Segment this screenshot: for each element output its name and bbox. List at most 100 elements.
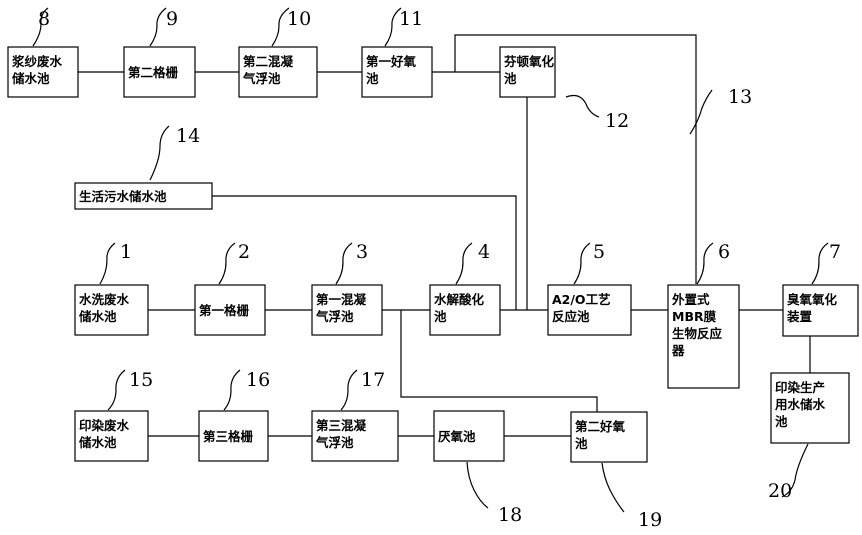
unit-box-frame (361, 46, 433, 98)
unit-label-line: 储水池 (11, 71, 50, 86)
unit-label-line: 池 (575, 436, 588, 451)
unit-label-line: 池 (434, 309, 447, 324)
unit-box-frame (123, 46, 196, 98)
unit-box-frame (499, 46, 556, 98)
leader-line-18 (466, 461, 489, 509)
reference-number-1: 1 (120, 241, 132, 263)
unit-box-frame (238, 46, 318, 98)
leader-line-15 (107, 369, 126, 411)
unit-label-line: 池 (504, 71, 517, 86)
leader-line-3 (335, 242, 353, 285)
unit-label-line: 印染废水 (79, 418, 130, 433)
leader-line-7 (811, 242, 829, 285)
connection-lines (78, 34, 811, 437)
reference-number-14: 14 (176, 125, 200, 147)
unit-box-frame (667, 284, 740, 389)
leader-line-13 (689, 89, 713, 135)
unit-box-frame (547, 284, 632, 336)
unit-label-line: 厌氧池 (438, 429, 476, 444)
unit-box-frame (74, 284, 149, 336)
unit-label-line: 池 (366, 71, 379, 86)
unit-label-line: 生活污水储水池 (79, 189, 167, 204)
reference-number-7: 7 (829, 241, 841, 263)
unit-label-line: 储水池 (78, 309, 117, 324)
line-14-5 (212, 195, 517, 310)
leader-line-6 (696, 242, 714, 285)
process-units: 浆纱废水储水池第二格栅第二混凝气浮池第一好氧池芬顿氧化池生活污水储水池水洗废水储… (7, 46, 859, 463)
reference-leaders (32, 7, 829, 513)
leader-line-19 (601, 462, 625, 513)
unit-box-18: 厌氧池 (433, 410, 505, 462)
unit-box-frame (429, 284, 501, 336)
leader-line-4 (455, 242, 473, 285)
reference-number-17: 17 (361, 369, 385, 391)
unit-label-line: 第二混凝 (243, 54, 294, 69)
unit-label-line: 第二好氧 (575, 419, 626, 434)
unit-label-line: MBR膜 (672, 309, 717, 324)
reference-number-9: 9 (166, 8, 178, 30)
reference-number-6: 6 (718, 241, 730, 263)
reference-number-20: 20 (768, 480, 792, 502)
unit-box-frame (198, 410, 269, 462)
unit-label-line: 气浮池 (315, 309, 354, 324)
unit-box-frame (194, 284, 266, 336)
reference-number-2: 2 (238, 241, 250, 263)
leader-line-11 (384, 7, 402, 47)
leader-line-14 (149, 125, 170, 181)
unit-label-line: 芬顿氧化 (503, 54, 555, 69)
reference-number-12: 12 (605, 110, 629, 132)
leader-line-12 (565, 94, 600, 118)
unit-box-9: 第二格栅 (123, 46, 196, 98)
unit-box-16: 第三格栅 (198, 410, 269, 462)
unit-label-line: 第一混凝 (316, 292, 367, 307)
unit-box-frame (311, 410, 399, 462)
unit-label-line: 器 (671, 343, 685, 358)
unit-box-frame (74, 182, 213, 210)
unit-box-frame (782, 284, 859, 337)
reference-number-19: 19 (638, 509, 662, 531)
leader-line-9 (149, 7, 167, 47)
unit-label-line: 第一格栅 (199, 303, 250, 318)
unit-label-line: 生物反应 (672, 326, 723, 341)
unit-label-line: 水解酸化 (434, 292, 485, 307)
unit-label-line: 第三格栅 (203, 429, 254, 444)
unit-box-frame (311, 284, 383, 336)
reference-number-11: 11 (399, 8, 423, 30)
unit-box-2: 第一格栅 (194, 284, 266, 336)
unit-box-14: 生活污水储水池 (74, 182, 213, 210)
unit-label-line: 气浮池 (242, 71, 281, 86)
reference-number-5: 5 (593, 241, 605, 263)
unit-label-line: 储水池 (78, 435, 117, 450)
reference-number-3: 3 (356, 241, 368, 263)
unit-label-line: 臭氧氧化 (787, 292, 838, 307)
unit-label-line: 水洗废水 (79, 292, 130, 307)
unit-box-frame (570, 411, 648, 463)
unit-label-line: 气浮池 (315, 435, 354, 450)
leader-line-17 (340, 369, 358, 411)
reference-number-13: 13 (728, 86, 752, 108)
leader-line-5 (573, 242, 591, 285)
unit-label-line: 浆纱废水 (11, 54, 63, 69)
leader-line-2 (218, 242, 236, 285)
unit-box-frame (7, 46, 79, 98)
unit-label-line: 第三混凝 (316, 418, 367, 433)
reference-number-16: 16 (246, 369, 270, 391)
unit-label-line: 第二格栅 (128, 65, 179, 80)
reference-number-15: 15 (129, 369, 153, 391)
unit-label-line: 第一好氧 (366, 54, 417, 69)
